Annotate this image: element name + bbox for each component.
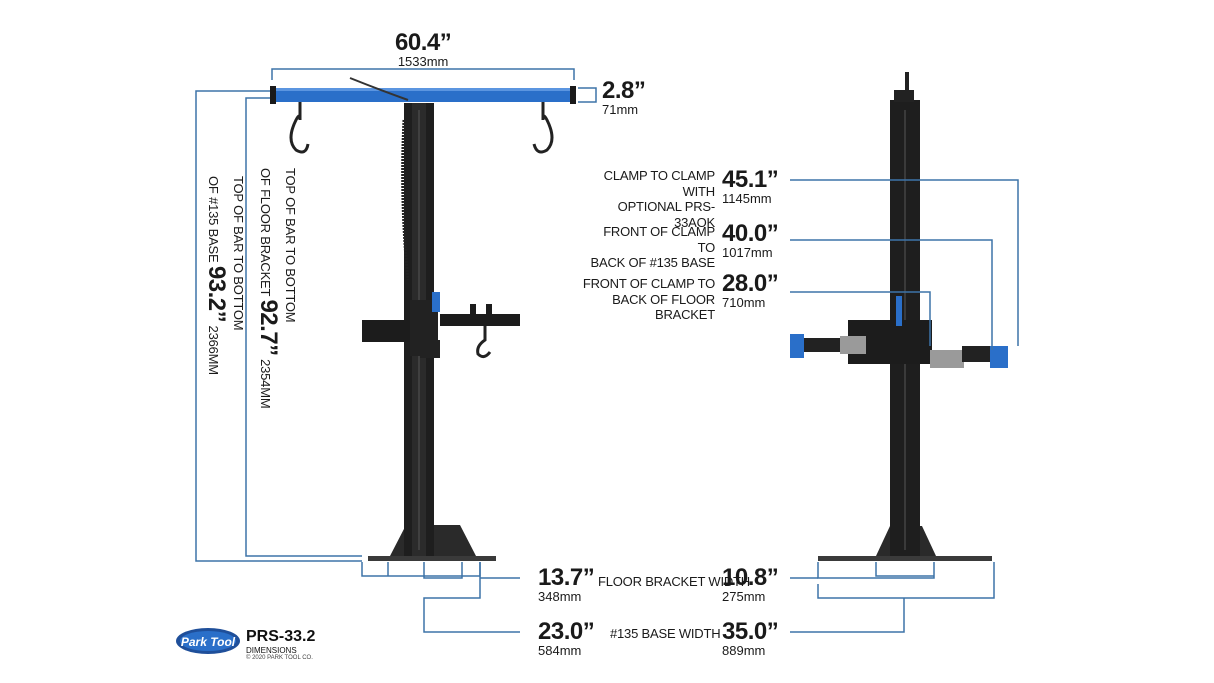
floor-bracket-left-mm: 348mm [538, 589, 582, 604]
clamp-optional-inches: 45.1” [722, 166, 779, 193]
park-tool-logo: Park Tool [176, 628, 240, 654]
logo-text: Park Tool [181, 635, 236, 649]
clamp-base-caption: FRONT OF CLAMP TO BACK OF #135 BASE [590, 224, 716, 271]
clamp-optional-caption: CLAMP TO CLAMP WITH OPTIONAL PRS-33AOK [590, 168, 716, 230]
clamp-base-line2: BACK OF #135 BASE [590, 255, 716, 271]
floor-bracket-right-dimension: 10.8” 275mm [722, 564, 779, 604]
clamp-base-mm: 1017mm [722, 245, 773, 260]
width-inches: 60.4” [395, 29, 452, 56]
clamp-bracket-mm: 710mm [722, 295, 766, 310]
clamp-bracket-line1: FRONT OF CLAMP TO [582, 276, 715, 291]
base-width-right-dimension: 35.0” 889mm [722, 618, 779, 658]
hook-left [289, 102, 310, 154]
height-base-mm: 2366mm [206, 325, 222, 375]
copyright: © 2020 PARK TOOL CO. [246, 655, 313, 661]
stand-side-view [790, 72, 1008, 561]
height-floor-bracket-inches: 92.7” [255, 299, 283, 356]
clamp-bracket-caption: FRONT OF CLAMP TO BACK OF FLOOR BRACKET [570, 276, 715, 323]
base-width-left-mm: 584mm [538, 643, 582, 658]
coiled-cable [401, 119, 410, 281]
bar-height-mm: 71mm [602, 102, 639, 117]
bar-height-dimension: 2.8” 71mm [602, 77, 646, 117]
clamp-bracket-line2: BACK OF FLOOR BRACKET [612, 291, 715, 323]
height-floor-bracket-line2: OF FLOOR BRACKET [258, 168, 274, 297]
floor-line-left [368, 556, 496, 561]
stand-front-view [270, 77, 576, 561]
base-width-right-inches: 35.0” [722, 618, 779, 645]
branding-block: PRS-33.2 DIMENSIONS © 2020 PARK TOOL CO. [246, 628, 315, 661]
height-floor-bracket-line1: TOP OF BAR TO BOTTOM [283, 168, 298, 323]
floor-bracket-left-inches: 13.7” [538, 564, 595, 591]
width-dimension: 60.4” 1533mm [395, 29, 452, 69]
height-base-inches: 93.2” [203, 265, 231, 323]
clamp-optional-line2: OPTIONAL PRS-33AOK [617, 199, 716, 230]
top-bar [272, 88, 574, 102]
base-width-right-mm: 889mm [722, 643, 766, 658]
model-subtitle: DIMENSIONS [246, 646, 297, 655]
width-mm: 1533mm [397, 54, 449, 69]
floor-bracket-right-mm: 275mm [722, 589, 766, 604]
base-width-left-dimension: 23.0” 584mm [538, 618, 595, 658]
clamp-body-left [362, 320, 412, 342]
clamp-optional-line1: CLAMP TO CLAMP WITH [603, 168, 716, 199]
clamp-base-dimension: 40.0” 1017mm [722, 220, 779, 260]
hook-right [532, 102, 554, 154]
clamp-optional-dimension: 45.1” 1145mm [722, 166, 779, 206]
floor-bracket-width-label: FLOOR BRACKET WIDTH [598, 574, 750, 589]
base-width-label: #135 BASE WIDTH [610, 626, 721, 641]
clamp-base-inches: 40.0” [722, 220, 779, 247]
height-base-label: TOP OF BAR TO BOTTOM OF #135 BASE 93.2” … [202, 176, 246, 375]
base-width-left-inches: 23.0” [538, 618, 595, 645]
floor-line-right [818, 556, 992, 561]
bar-height-inches: 2.8” [602, 77, 646, 104]
height-base-line2: OF #135 BASE [206, 176, 222, 263]
floor-bracket-right-inches: 10.8” [722, 564, 779, 591]
clamp-optional-mm: 1145mm [722, 191, 772, 206]
height-floor-bracket-label: TOP OF BAR TO BOTTOM OF FLOOR BRACKET 92… [254, 168, 298, 408]
clamp-bracket-inches: 28.0” [722, 270, 779, 297]
floor-bracket-left-dimension: 13.7” 348mm [538, 564, 595, 604]
height-floor-bracket-mm: 2354mm [258, 359, 274, 409]
model-name: PRS-33.2 [246, 628, 316, 645]
dimension-lines [195, 68, 1019, 633]
clamp-base-line1: FRONT OF CLAMP TO [603, 224, 715, 255]
height-base-line1: TOP OF BAR TO BOTTOM [231, 176, 246, 331]
clamp-bracket-dimension: 28.0” 710mm [722, 270, 779, 310]
